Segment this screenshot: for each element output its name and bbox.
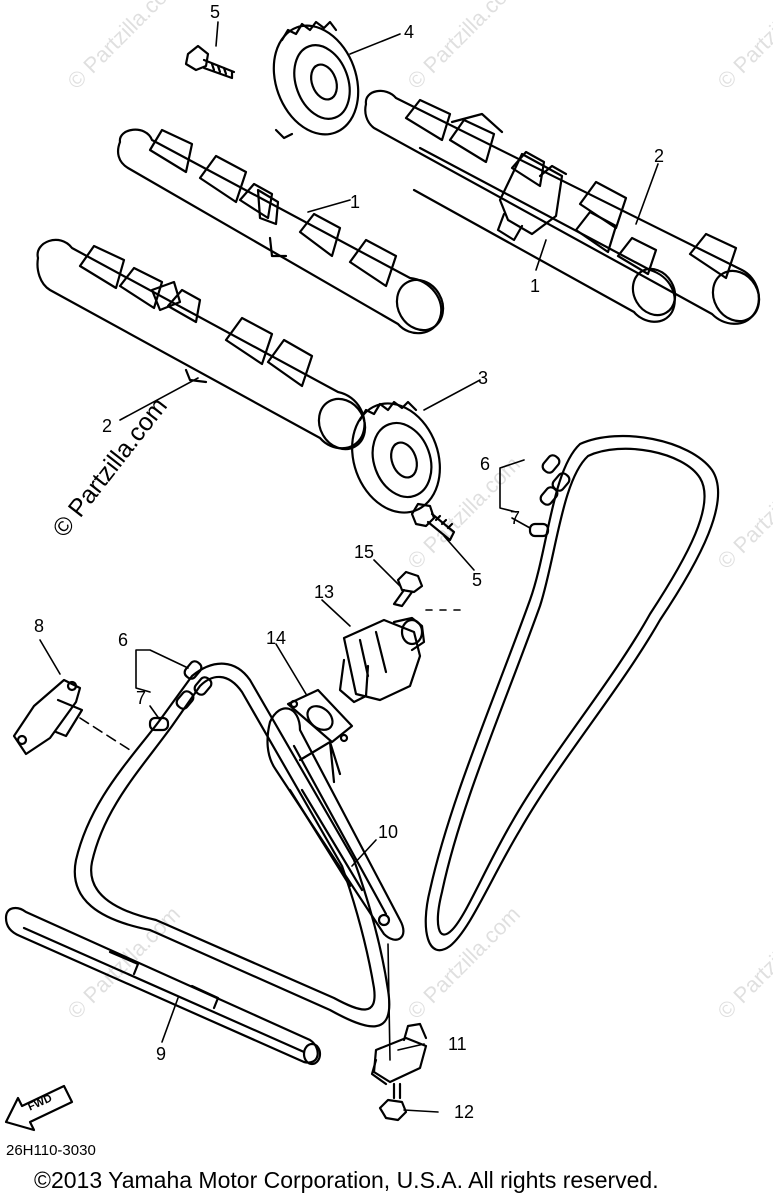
- chain-joint-link-lower: [148, 660, 213, 732]
- guide-clamp: [370, 1022, 428, 1086]
- chain-joint-link-upper: [528, 454, 571, 538]
- cam-sprocket-top: [272, 20, 360, 140]
- camshaft-lower-right: [412, 146, 677, 323]
- callout-6-upper: 6: [480, 454, 490, 474]
- callout-12: 12: [454, 1102, 474, 1122]
- copyright-notice: ©2013 Yamaha Motor Corporation, U.S.A. A…: [34, 1167, 659, 1193]
- fwd-label: FWD: [26, 1092, 54, 1113]
- tensioner-chain-guide: [266, 707, 405, 941]
- callout-10: 10: [378, 822, 398, 842]
- callout-7-lower: 7: [136, 688, 146, 708]
- callout-2-left: 2: [102, 416, 112, 436]
- callout-2-right: 2: [654, 146, 664, 166]
- callout-1-right: 1: [530, 276, 540, 296]
- bolt-top: [184, 44, 236, 80]
- callout-4: 4: [404, 22, 414, 42]
- bolt-lower: [410, 502, 456, 542]
- callout-3: 3: [478, 368, 488, 388]
- callout-11: 11: [448, 1034, 467, 1054]
- camshaft-upper-left: [117, 128, 445, 335]
- chain-guide-stopper: [12, 678, 84, 756]
- callout-7-upper: 7: [510, 508, 520, 528]
- callout-5-lower: 5: [472, 570, 482, 590]
- camshaft-lower-left: [36, 238, 367, 451]
- tensioner-gasket: [286, 688, 354, 744]
- camshaft-upper-right: [364, 89, 761, 325]
- fwd-arrow: [4, 1084, 74, 1132]
- callout-8: 8: [34, 616, 44, 636]
- callout-13: 13: [314, 582, 334, 602]
- callout-9: 9: [156, 1044, 166, 1064]
- callout-1-left: 1: [350, 192, 360, 212]
- callout-labels: 5 4 2 1 1 3 2 6 7 15 5 13 8 14 6 7 10 11…: [26, 2, 664, 1122]
- chain-guide: [4, 906, 322, 1066]
- clamp-bolt: [378, 1082, 408, 1122]
- cam-chain-right: [424, 434, 720, 952]
- callout-14: 14: [266, 628, 286, 648]
- callout-5-top: 5: [210, 2, 220, 22]
- diagram-part-code: 26H110-3030: [6, 1142, 96, 1159]
- leader-lines: [39, 21, 659, 1113]
- cam-chain-left: [73, 662, 391, 1028]
- callout-6-lower: 6: [118, 630, 128, 650]
- cam-sprocket-lower: [351, 400, 441, 514]
- callout-15: 15: [354, 542, 374, 562]
- chain-tensioner: [338, 616, 426, 704]
- tensioner-bolt: [392, 570, 424, 608]
